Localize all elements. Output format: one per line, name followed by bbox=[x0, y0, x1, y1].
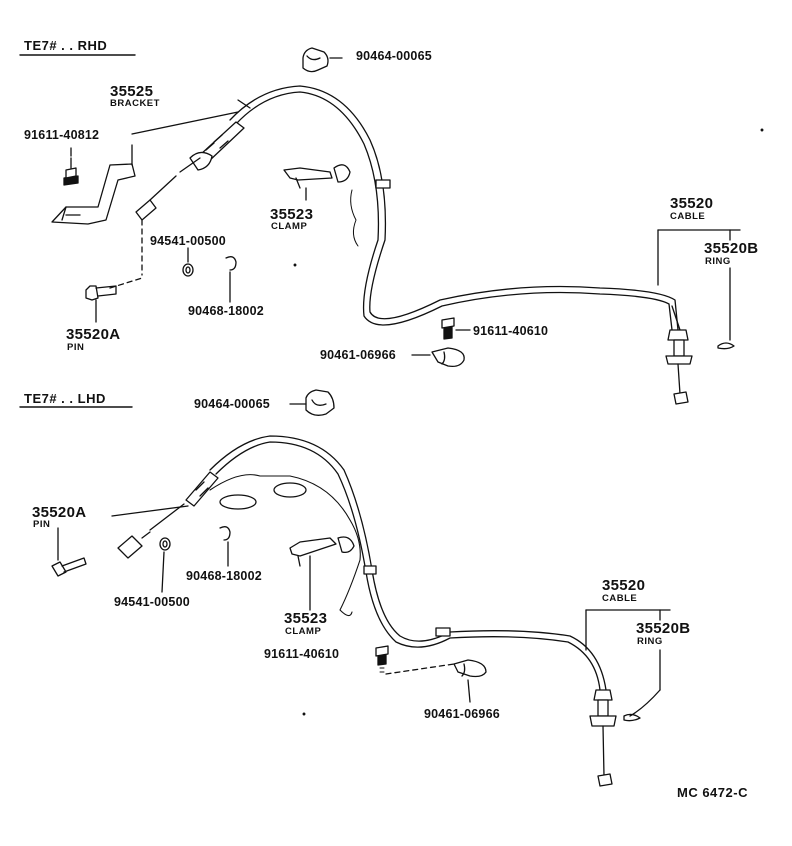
rhd-cable-name: CABLE bbox=[670, 211, 706, 222]
lhd-part-90464-label: 90464-00065 bbox=[194, 397, 270, 411]
lhd-cable-name: CABLE bbox=[602, 593, 638, 604]
rhd-part-90464-label: 90464-00065 bbox=[356, 49, 432, 63]
lhd-bolt-91611-40610-icon bbox=[375, 645, 389, 673]
rhd-bolt-91611-40610-icon bbox=[441, 317, 471, 340]
rhd-bracket-35525-icon bbox=[51, 144, 136, 225]
rhd-pin-name: PIN bbox=[67, 342, 85, 353]
lhd-part-35520B-label: 35520B bbox=[636, 620, 691, 637]
lhd-clip-90468-icon bbox=[219, 526, 231, 567]
lhd-washer-94541-icon bbox=[159, 537, 171, 593]
rhd-bracket-name: BRACKET bbox=[110, 98, 160, 109]
lhd-clamp-name: CLAMP bbox=[285, 626, 322, 637]
lhd-ring-name: RING bbox=[637, 636, 663, 647]
rhd-section-title: TE7# . . RHD bbox=[24, 38, 108, 53]
lhd-part-35520A-label: 35520A bbox=[32, 504, 87, 521]
lhd-clamp-90461-icon bbox=[453, 659, 487, 703]
lhd-section-title: TE7# . . LHD bbox=[24, 391, 106, 406]
lhd-part-35523-label: 35523 bbox=[284, 610, 328, 627]
lhd-part-94541-label: 94541-00500 bbox=[114, 595, 190, 609]
rhd-pin-35520A-icon bbox=[85, 285, 117, 323]
lhd-cable-end-left bbox=[117, 471, 219, 559]
rhd-ring-name: RING bbox=[705, 256, 731, 267]
rhd-part-91611-40610-label: 91611-40610 bbox=[473, 324, 549, 338]
rhd-part-35520B-label: 35520B bbox=[704, 240, 759, 257]
rhd-clamp-name: CLAMP bbox=[271, 221, 308, 232]
diagram-code: MC 6472-C bbox=[677, 785, 748, 800]
lhd-part-90461-label: 90461-06966 bbox=[424, 707, 500, 721]
lhd-pin-name: PIN bbox=[33, 519, 51, 530]
rhd-clamp-35523-icon bbox=[283, 164, 351, 201]
rhd-part-90461-label: 90461-06966 bbox=[320, 348, 396, 362]
rhd-clip-90464-icon bbox=[302, 47, 343, 73]
lhd-part-35520-label: 35520 bbox=[602, 577, 646, 594]
lhd-part-90468-label: 90468-18002 bbox=[186, 569, 262, 583]
rhd-part-94541-label: 94541-00500 bbox=[150, 234, 226, 248]
lhd-clip-90464-icon bbox=[289, 389, 335, 416]
lhd-part-91611-40610-label: 91611-40610 bbox=[264, 647, 340, 661]
lhd-cable-sheath bbox=[209, 435, 607, 691]
rhd-cable-end-left bbox=[135, 99, 251, 221]
rhd-clip-90468-icon bbox=[225, 256, 237, 303]
lhd-pin-35520A-icon bbox=[51, 527, 87, 577]
rhd-part-90468-label: 90468-18002 bbox=[188, 304, 264, 318]
rhd-washer-94541-icon bbox=[182, 247, 194, 277]
rhd-part-35520-label: 35520 bbox=[670, 195, 714, 212]
lhd-cable-adjuster-icon bbox=[589, 689, 617, 787]
rhd-part-35525-label: 35525 bbox=[110, 83, 154, 100]
lhd-engine-outline bbox=[209, 474, 361, 617]
lhd-clamp-35523-icon bbox=[289, 536, 355, 611]
rhd-part-35523-label: 35523 bbox=[270, 206, 314, 223]
rhd-bolt-91611-40812-icon bbox=[63, 147, 79, 186]
rhd-cable-sheath bbox=[229, 85, 679, 331]
rhd-part-35520A-label: 35520A bbox=[66, 326, 121, 343]
rhd-cable-adjuster-icon bbox=[665, 305, 693, 405]
rhd-clamp-90461-icon bbox=[411, 347, 465, 368]
rhd-part-91611-40812-label: 91611-40812 bbox=[24, 128, 100, 142]
